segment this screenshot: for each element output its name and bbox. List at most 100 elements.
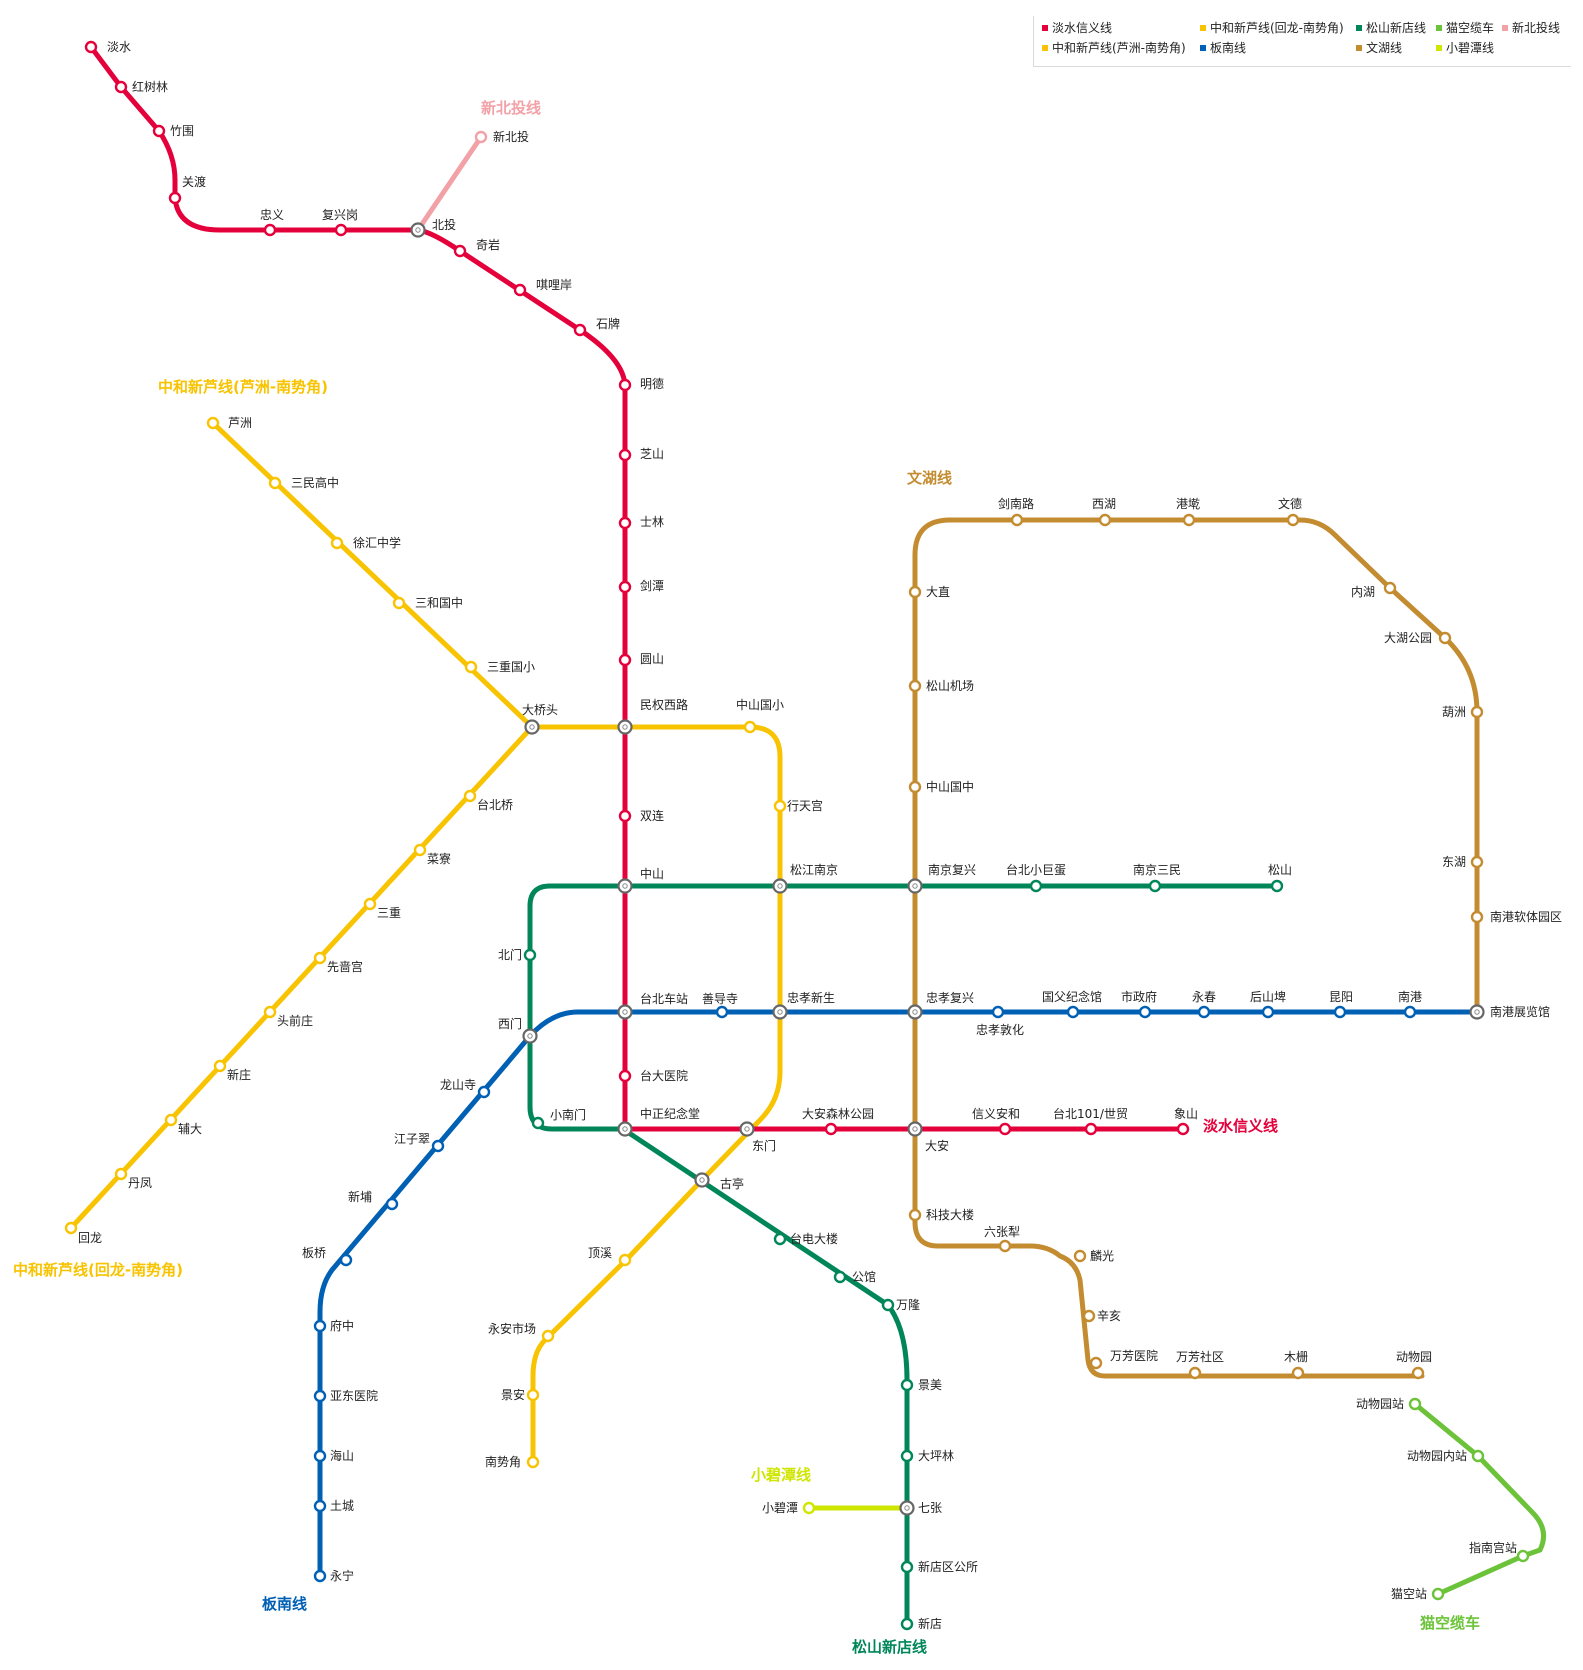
transfer-station-marker[interactable] (410, 222, 426, 238)
transfer-station-marker[interactable] (907, 878, 923, 894)
station-marker[interactable] (84, 40, 98, 54)
station-marker[interactable] (1431, 1587, 1445, 1601)
station-marker[interactable] (1471, 1449, 1485, 1463)
station-marker[interactable] (1182, 513, 1196, 527)
station-marker[interactable] (463, 789, 477, 803)
transfer-station-marker[interactable] (617, 878, 633, 894)
station-marker[interactable] (313, 1449, 327, 1463)
station-marker[interactable] (833, 1270, 847, 1284)
station-marker[interactable] (618, 653, 632, 667)
station-marker[interactable] (573, 323, 587, 337)
transfer-station-marker[interactable] (522, 1028, 538, 1044)
station-marker[interactable] (526, 1455, 540, 1469)
station-marker[interactable] (1438, 631, 1452, 645)
station-marker[interactable] (339, 1253, 353, 1267)
transfer-station-marker[interactable] (617, 1004, 633, 1020)
station-marker[interactable] (526, 1388, 540, 1402)
station-marker[interactable] (908, 1208, 922, 1222)
station-marker[interactable] (1188, 1366, 1202, 1380)
station-marker[interactable] (168, 191, 182, 205)
station-marker[interactable] (313, 1499, 327, 1513)
station-marker[interactable] (908, 780, 922, 794)
station-marker[interactable] (908, 585, 922, 599)
transfer-station-marker[interactable] (524, 719, 540, 735)
station-marker[interactable] (164, 1113, 178, 1127)
transfer-station-marker[interactable] (739, 1121, 755, 1137)
station-marker[interactable] (1408, 1397, 1422, 1411)
station-marker[interactable] (618, 378, 632, 392)
station-marker[interactable] (1098, 513, 1112, 527)
station-marker[interactable] (824, 1122, 838, 1136)
station-marker[interactable] (1138, 1005, 1152, 1019)
station-marker[interactable] (1082, 1309, 1096, 1323)
station-marker[interactable] (991, 1005, 1005, 1019)
transfer-station-marker[interactable] (694, 1172, 710, 1188)
station-marker[interactable] (114, 80, 128, 94)
station-marker[interactable] (213, 1059, 227, 1073)
station-marker[interactable] (618, 1253, 632, 1267)
station-marker[interactable] (1029, 879, 1043, 893)
station-marker[interactable] (1403, 1005, 1417, 1019)
station-marker[interactable] (1333, 1005, 1347, 1019)
station-marker[interactable] (881, 1298, 895, 1312)
station-marker[interactable] (618, 580, 632, 594)
station-marker[interactable] (453, 244, 467, 258)
transfer-station-marker[interactable] (899, 1500, 915, 1516)
station-marker[interactable] (715, 1005, 729, 1019)
station-marker[interactable] (477, 1085, 491, 1099)
station-marker[interactable] (64, 1221, 78, 1235)
station-marker[interactable] (263, 223, 277, 237)
station-marker[interactable] (363, 897, 377, 911)
station-marker[interactable] (263, 1005, 277, 1019)
station-marker[interactable] (1073, 1249, 1087, 1263)
station-marker[interactable] (523, 948, 537, 962)
station-marker[interactable] (431, 1139, 445, 1153)
transfer-station-marker[interactable] (907, 1121, 923, 1137)
station-marker[interactable] (900, 1560, 914, 1574)
station-marker[interactable] (802, 1501, 816, 1515)
station-marker[interactable] (1470, 855, 1484, 869)
station-marker[interactable] (541, 1329, 555, 1343)
station-marker[interactable] (618, 809, 632, 823)
station-marker[interactable] (392, 596, 406, 610)
transfer-station-marker[interactable] (1469, 1004, 1485, 1020)
station-marker[interactable] (998, 1122, 1012, 1136)
station-marker[interactable] (114, 1167, 128, 1181)
station-marker[interactable] (1270, 879, 1284, 893)
station-marker[interactable] (531, 1116, 545, 1130)
station-marker[interactable] (313, 951, 327, 965)
station-marker[interactable] (900, 1617, 914, 1631)
station-marker[interactable] (1411, 1366, 1425, 1380)
station-marker[interactable] (268, 476, 282, 490)
station-marker[interactable] (1197, 1005, 1211, 1019)
station-marker[interactable] (313, 1319, 327, 1333)
station-marker[interactable] (1261, 1005, 1275, 1019)
station-marker[interactable] (206, 416, 220, 430)
station-marker[interactable] (743, 720, 757, 734)
station-marker[interactable] (152, 124, 166, 138)
station-marker[interactable] (1148, 879, 1162, 893)
station-marker[interactable] (773, 799, 787, 813)
station-marker[interactable] (1470, 705, 1484, 719)
station-marker[interactable] (1286, 513, 1300, 527)
station-marker[interactable] (908, 679, 922, 693)
transfer-station-marker[interactable] (617, 1121, 633, 1137)
station-marker[interactable] (618, 1069, 632, 1083)
station-marker[interactable] (1470, 910, 1484, 924)
transfer-station-marker[interactable] (907, 1004, 923, 1020)
station-marker[interactable] (334, 223, 348, 237)
station-marker[interactable] (1291, 1366, 1305, 1380)
station-marker[interactable] (1176, 1122, 1190, 1136)
station-marker[interactable] (1383, 581, 1397, 595)
station-marker[interactable] (900, 1378, 914, 1392)
station-marker[interactable] (313, 1569, 327, 1583)
station-marker[interactable] (1516, 1549, 1530, 1563)
station-marker[interactable] (464, 660, 478, 674)
station-marker[interactable] (313, 1389, 327, 1403)
transfer-station-marker[interactable] (617, 719, 633, 735)
station-marker[interactable] (474, 130, 488, 144)
station-marker[interactable] (618, 448, 632, 462)
station-marker[interactable] (385, 1197, 399, 1211)
station-marker[interactable] (618, 516, 632, 530)
station-marker[interactable] (413, 843, 427, 857)
